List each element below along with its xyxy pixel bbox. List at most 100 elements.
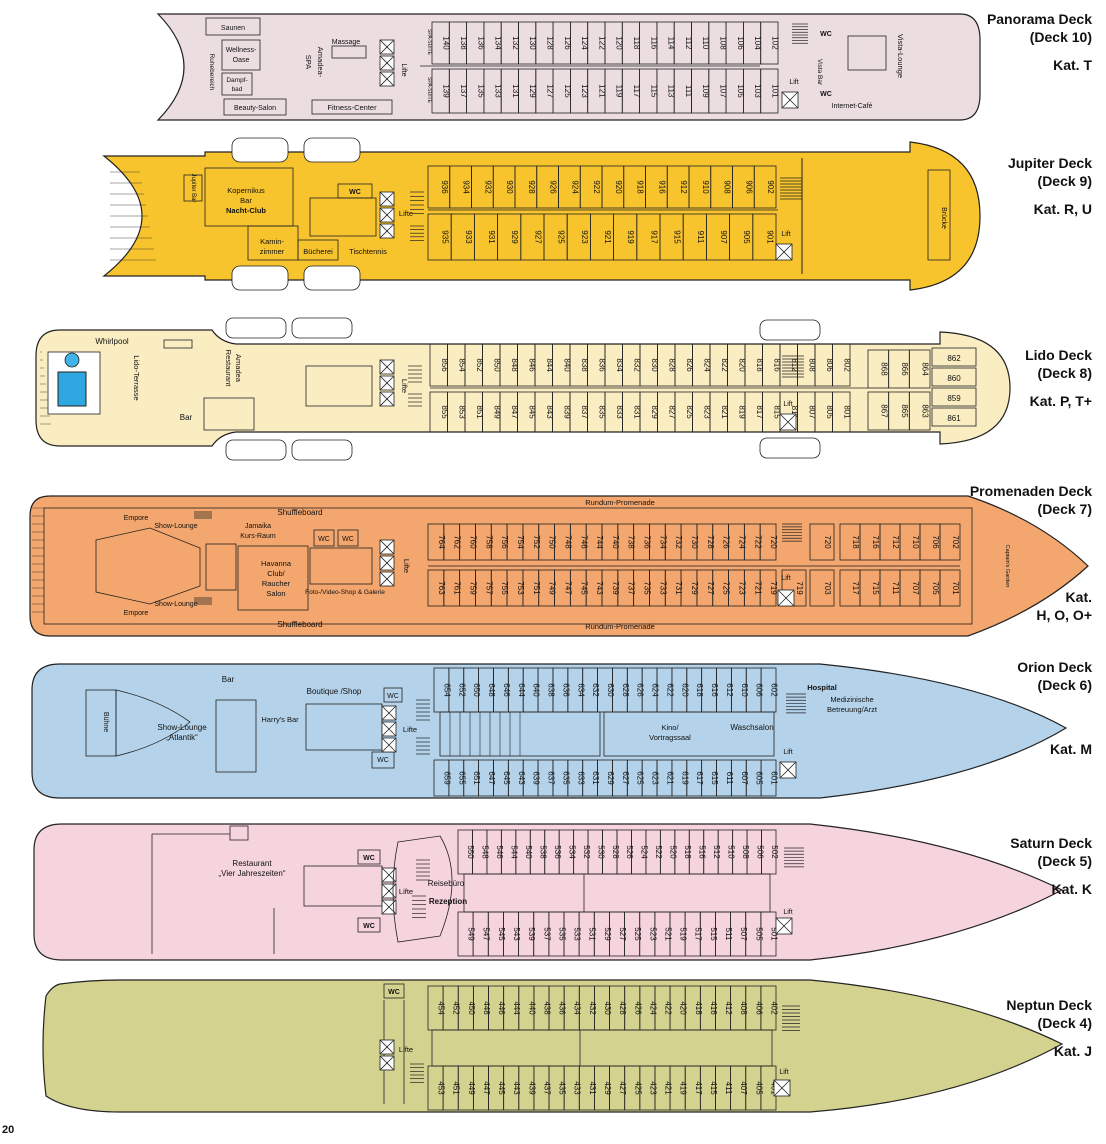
lift-1-x — [381, 705, 397, 721]
cabin-number: 440 — [527, 1001, 536, 1015]
cabin-number: 109 — [701, 84, 710, 98]
label-lifte: Lifte — [402, 559, 411, 573]
d7-cabin-702 — [939, 523, 961, 561]
cabin-number: 724 — [737, 535, 746, 549]
cabin-number: 754 — [516, 535, 525, 549]
cabin-number: 739 — [611, 581, 620, 595]
cabin-number: 764 — [437, 535, 446, 549]
label-show-lounge: Show-Lounge — [154, 523, 197, 530]
cabin-number: 533 — [573, 927, 582, 941]
cabin-number: 620 — [680, 683, 689, 697]
cabin-number: 118 — [632, 37, 641, 50]
cabin-number: 720 — [823, 535, 832, 549]
label-foto-shop: Foto-/Video-Shop & Galerie — [305, 589, 385, 596]
cabin-number: 117 — [632, 85, 641, 98]
deck-subtitle: (Deck 9) — [1037, 173, 1092, 189]
havanna-room — [237, 545, 309, 611]
stairs-d8a — [408, 365, 422, 383]
cabin-number: 850 — [492, 358, 501, 372]
lift-2-x — [381, 721, 397, 737]
cabin-number: 532 — [582, 845, 591, 859]
cabin-number: 546 — [495, 845, 504, 859]
cabin-number: 428 — [618, 1001, 627, 1015]
stairs-d6c — [786, 693, 806, 714]
cabin-number: 702 — [951, 535, 960, 549]
cabin-number: 602 — [770, 683, 779, 697]
cabin-number: 618 — [695, 683, 704, 697]
label-bruecke: Brücke — [940, 207, 947, 229]
cabin-number: 106 — [736, 36, 745, 50]
cabin-number: 746 — [579, 535, 588, 549]
dampfbad-room — [221, 72, 253, 96]
cabin-number: 123 — [580, 84, 589, 98]
cabin-number: 528 — [611, 845, 620, 859]
stairs-d7c — [782, 523, 802, 542]
label-restaurant: Restaurant — [224, 350, 233, 388]
cabin-number: 407 — [739, 1081, 748, 1095]
lift-3-x — [379, 391, 395, 407]
label-buehne: Bühne — [102, 712, 109, 732]
deck-category: Kat. P, T+ — [1029, 393, 1092, 409]
cabin-number: 807 — [807, 405, 816, 419]
lift-2-x — [379, 1055, 395, 1071]
cabin-number: 137 — [459, 84, 468, 98]
label-massage: Massage — [332, 39, 361, 46]
label-lift: Lift — [781, 231, 790, 238]
reception-hall — [392, 835, 453, 943]
cabin-number: 932 — [483, 180, 492, 194]
deck-category: Kat. M — [1050, 741, 1092, 757]
wc-room-1 — [383, 687, 403, 703]
cabin-number: 451 — [452, 1081, 461, 1095]
cabin-number: 910 — [701, 180, 710, 194]
label-buecherei: Bücherei — [303, 247, 333, 256]
deck-9-header: Jupiter Deck (Deck 9) Kat. R, U — [1008, 154, 1092, 218]
label-lift: Lift — [783, 401, 792, 408]
cabin-number: 535 — [557, 927, 566, 941]
vista-lounge-table — [847, 35, 887, 71]
label-lifte: Lifte — [399, 209, 413, 218]
cabin-number: 625 — [636, 771, 645, 785]
cabin-number: 736 — [643, 535, 652, 549]
restaurant-column — [229, 825, 249, 841]
label-wc: WC — [388, 989, 400, 996]
label-spa-suite: SPA-SUITE — [426, 29, 432, 56]
label-atlantik: „Atlantik“ — [166, 733, 198, 742]
cabin-number: 128 — [545, 36, 554, 50]
stairs-d4b — [782, 1005, 800, 1031]
deck-5-header: Saturn Deck (Deck 5) Kat. K — [1010, 834, 1092, 898]
d7-cabin-720 — [759, 523, 777, 561]
cabin-number: 831 — [632, 405, 641, 419]
cabin-number: 605 — [755, 771, 764, 785]
cabin-number: 801 — [842, 405, 851, 419]
label-rundum-promenade: Rundum-Promenade — [585, 498, 655, 507]
cabin-number: 439 — [527, 1081, 536, 1095]
label-zimmer: zimmer — [260, 247, 285, 256]
wc-room-2 — [337, 529, 359, 547]
cabin-number: 454 — [437, 1001, 446, 1015]
label-lifte: Lifte — [399, 887, 413, 896]
cabin-number: 733 — [658, 581, 667, 595]
cabin-number: 107 — [718, 84, 727, 98]
label-internet: Internet-Café — [832, 103, 873, 110]
d10-cabin-101 — [760, 68, 779, 114]
cabin-number: 549 — [467, 927, 476, 941]
cabin-number: 723 — [737, 581, 746, 595]
cabin-number: 139 — [442, 84, 451, 98]
cabin-number: 527 — [618, 927, 627, 941]
label-empore: Empore — [124, 515, 149, 522]
cabin-number: 105 — [736, 84, 745, 98]
cabin-number: 610 — [740, 683, 749, 697]
d9-cabin-901 — [752, 213, 777, 261]
deck-7-inner — [43, 507, 973, 625]
label-waschsalon: Waschsalon — [730, 723, 773, 732]
cabin-number: 818 — [755, 358, 764, 372]
lift-1-x — [379, 191, 395, 207]
label-amadea-spa: SPA — [304, 55, 313, 69]
cabin-720 — [809, 523, 835, 561]
cabin-number: 524 — [640, 845, 649, 859]
cabin-number: 763 — [437, 581, 446, 595]
stairs-d5c — [784, 847, 804, 868]
cabin-number: 701 — [951, 581, 960, 595]
cabin-number: 116 — [649, 37, 658, 50]
cabin-number: 659 — [442, 771, 451, 785]
